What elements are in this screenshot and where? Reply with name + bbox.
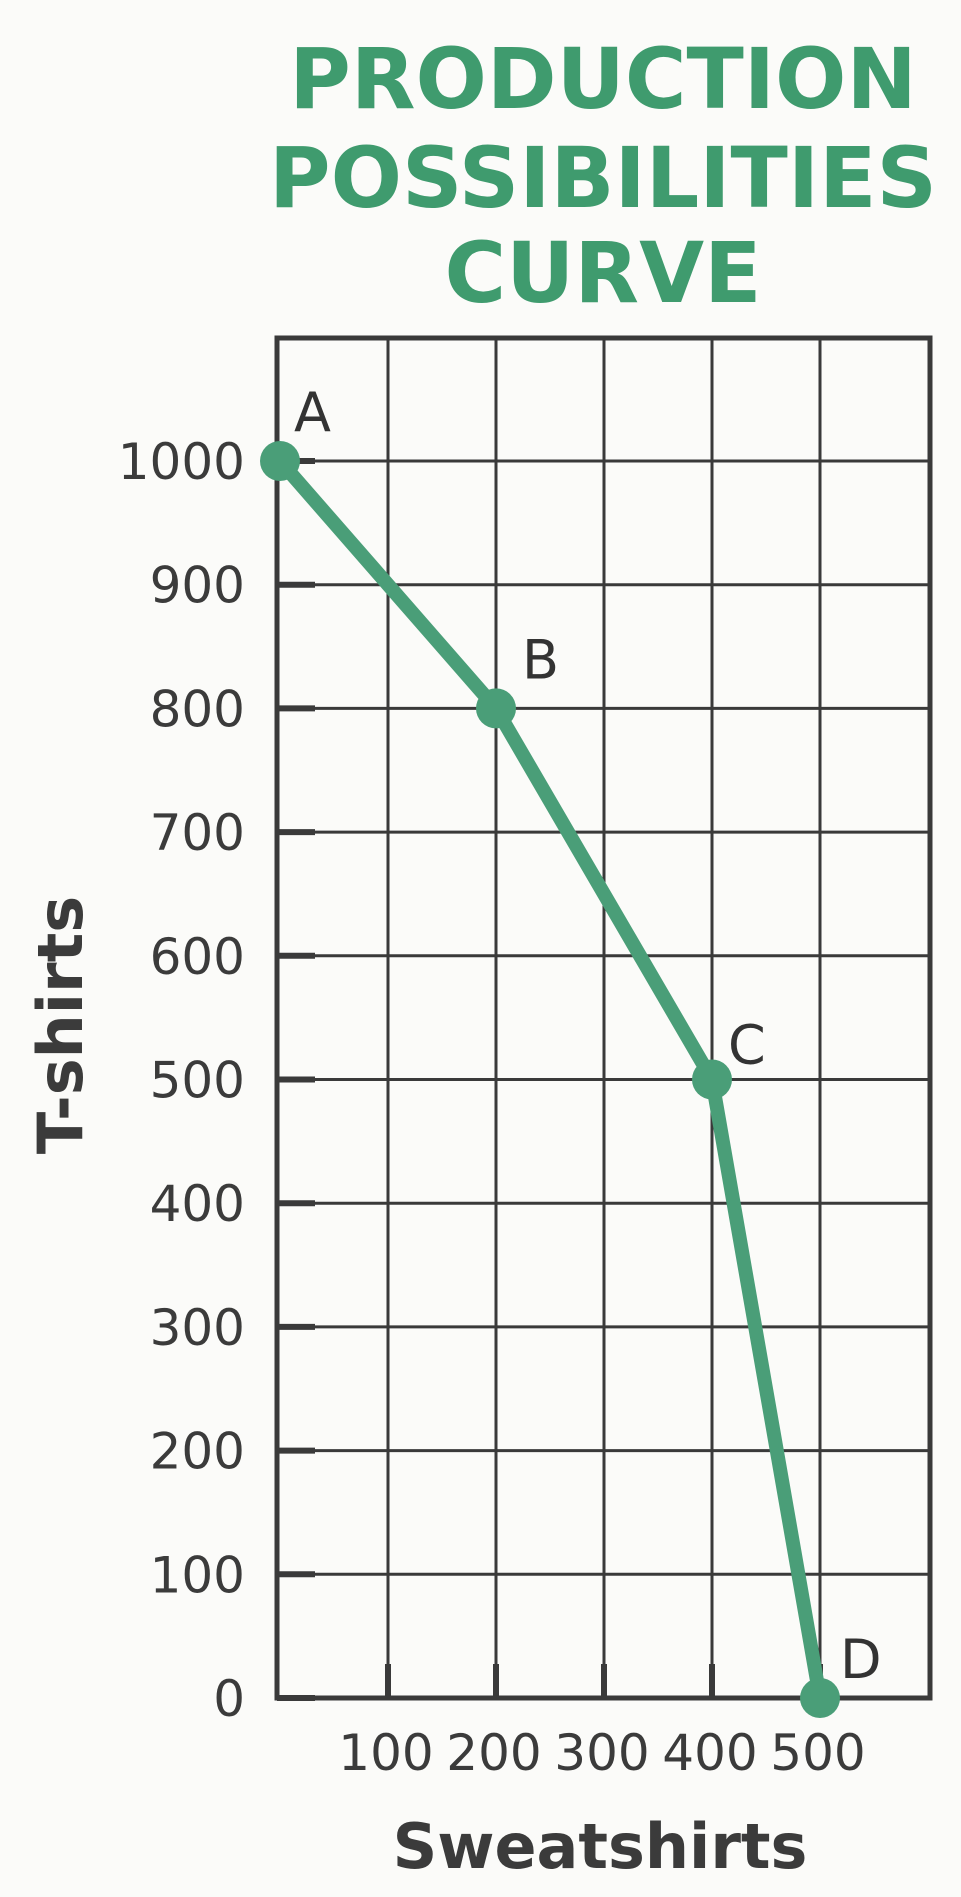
y-tick-label: 500 xyxy=(150,1052,245,1110)
y-tick-label: 100 xyxy=(150,1546,245,1604)
data-point xyxy=(260,441,300,481)
x-tick-label: 300 xyxy=(554,1724,649,1782)
x-tick-label: 100 xyxy=(338,1724,433,1782)
title-line: PRODUCTION xyxy=(289,30,917,128)
x-tick-label: 400 xyxy=(662,1724,757,1782)
x-tick-label: 500 xyxy=(770,1724,865,1782)
y-axis-ticks: 0 100 200 300 400 500 600 700 800 900 1000 xyxy=(118,433,315,1728)
y-tick-label: 600 xyxy=(150,928,245,986)
y-tick-label: 1000 xyxy=(118,433,245,491)
x-axis-title: Sweatshirts xyxy=(393,1810,808,1883)
data-point xyxy=(476,688,516,729)
point-label: C xyxy=(728,1014,766,1077)
y-tick-label: 300 xyxy=(150,1299,245,1357)
data-point xyxy=(692,1059,732,1100)
point-label: B xyxy=(522,628,559,691)
y-tick-label: 200 xyxy=(150,1423,245,1481)
x-tick-label: 200 xyxy=(446,1724,541,1782)
chart-grid xyxy=(274,335,933,1701)
series-line xyxy=(273,454,827,1705)
title-line: CURVE xyxy=(445,224,762,322)
data-point xyxy=(800,1678,840,1718)
y-tick-label: 700 xyxy=(150,804,245,862)
title-line: POSSIBILITIES xyxy=(269,129,937,227)
data-series: A B C D xyxy=(260,381,882,1718)
point-label: A xyxy=(294,381,331,444)
y-tick-label: 900 xyxy=(150,557,245,615)
y-tick-label: 800 xyxy=(150,680,245,738)
y-tick-label: 0 xyxy=(213,1670,245,1728)
y-tick-label: 400 xyxy=(150,1175,245,1233)
y-axis-title: T-shirts xyxy=(24,896,97,1154)
point-label: D xyxy=(840,1628,882,1691)
